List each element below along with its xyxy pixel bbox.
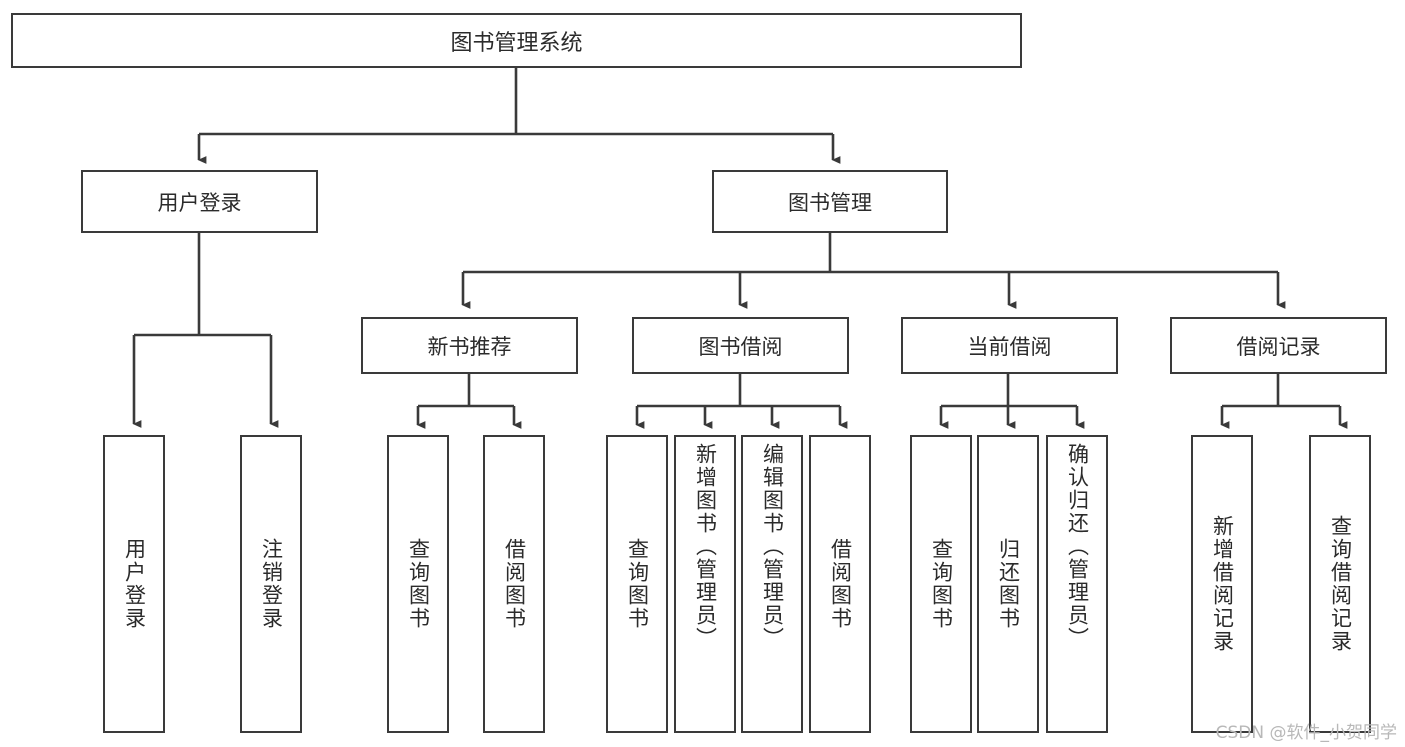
leaf-confirm-return-admin[interactable]: 确认归还（管理员）: [1046, 435, 1108, 733]
leaf-label: 新增借阅记录: [1210, 515, 1235, 653]
leaf-label: 归还图书: [996, 538, 1021, 630]
leaf-query-book-current[interactable]: 查询图书: [910, 435, 972, 733]
leaf-logout[interactable]: 注销登录: [240, 435, 302, 733]
leaf-query-book-rec[interactable]: 查询图书: [387, 435, 449, 733]
node-label: 新书推荐: [427, 334, 512, 359]
leaf-label: 编辑图书（管理员）: [760, 443, 785, 650]
leaf-label: 注销登录: [259, 538, 284, 630]
leaf-label: 确认归还（管理员）: [1065, 443, 1090, 650]
node-borrow-record[interactable]: 借阅记录: [1170, 317, 1387, 374]
node-label: 借阅记录: [1236, 334, 1321, 359]
leaf-add-book-admin[interactable]: 新增图书（管理员）: [674, 435, 736, 733]
node-label: 图书借阅: [698, 334, 783, 359]
node-book-borrow[interactable]: 图书借阅: [632, 317, 849, 374]
leaf-borrow-book-rec[interactable]: 借阅图书: [483, 435, 545, 733]
leaf-label: 查询图书: [406, 538, 431, 630]
leaf-borrow-book[interactable]: 借阅图书: [809, 435, 871, 733]
node-label: 图书管理系统: [450, 30, 583, 56]
leaf-query-book-borrow[interactable]: 查询图书: [606, 435, 668, 733]
node-new-book-recommend[interactable]: 新书推荐: [361, 317, 578, 374]
node-root-system[interactable]: 图书管理系统: [11, 13, 1022, 68]
node-current-borrow[interactable]: 当前借阅: [901, 317, 1118, 374]
node-user-login[interactable]: 用户登录: [81, 170, 318, 233]
leaf-user-login[interactable]: 用户登录: [103, 435, 165, 733]
leaf-query-borrow-record[interactable]: 查询借阅记录: [1309, 435, 1371, 733]
leaf-label: 借阅图书: [828, 538, 853, 630]
leaf-add-borrow-record[interactable]: 新增借阅记录: [1191, 435, 1253, 733]
leaf-label: 查询图书: [929, 538, 954, 630]
node-label: 当前借阅: [967, 334, 1052, 359]
leaf-edit-book-admin[interactable]: 编辑图书（管理员）: [741, 435, 803, 733]
node-book-management[interactable]: 图书管理: [712, 170, 948, 233]
leaf-label: 用户登录: [122, 538, 147, 630]
leaf-return-book[interactable]: 归还图书: [977, 435, 1039, 733]
leaf-label: 查询借阅记录: [1328, 515, 1353, 653]
node-label: 用户登录: [157, 190, 242, 215]
leaf-label: 查询图书: [625, 538, 650, 630]
leaf-label: 借阅图书: [502, 538, 527, 630]
node-label: 图书管理: [788, 190, 872, 215]
leaf-label: 新增图书（管理员）: [693, 443, 718, 650]
